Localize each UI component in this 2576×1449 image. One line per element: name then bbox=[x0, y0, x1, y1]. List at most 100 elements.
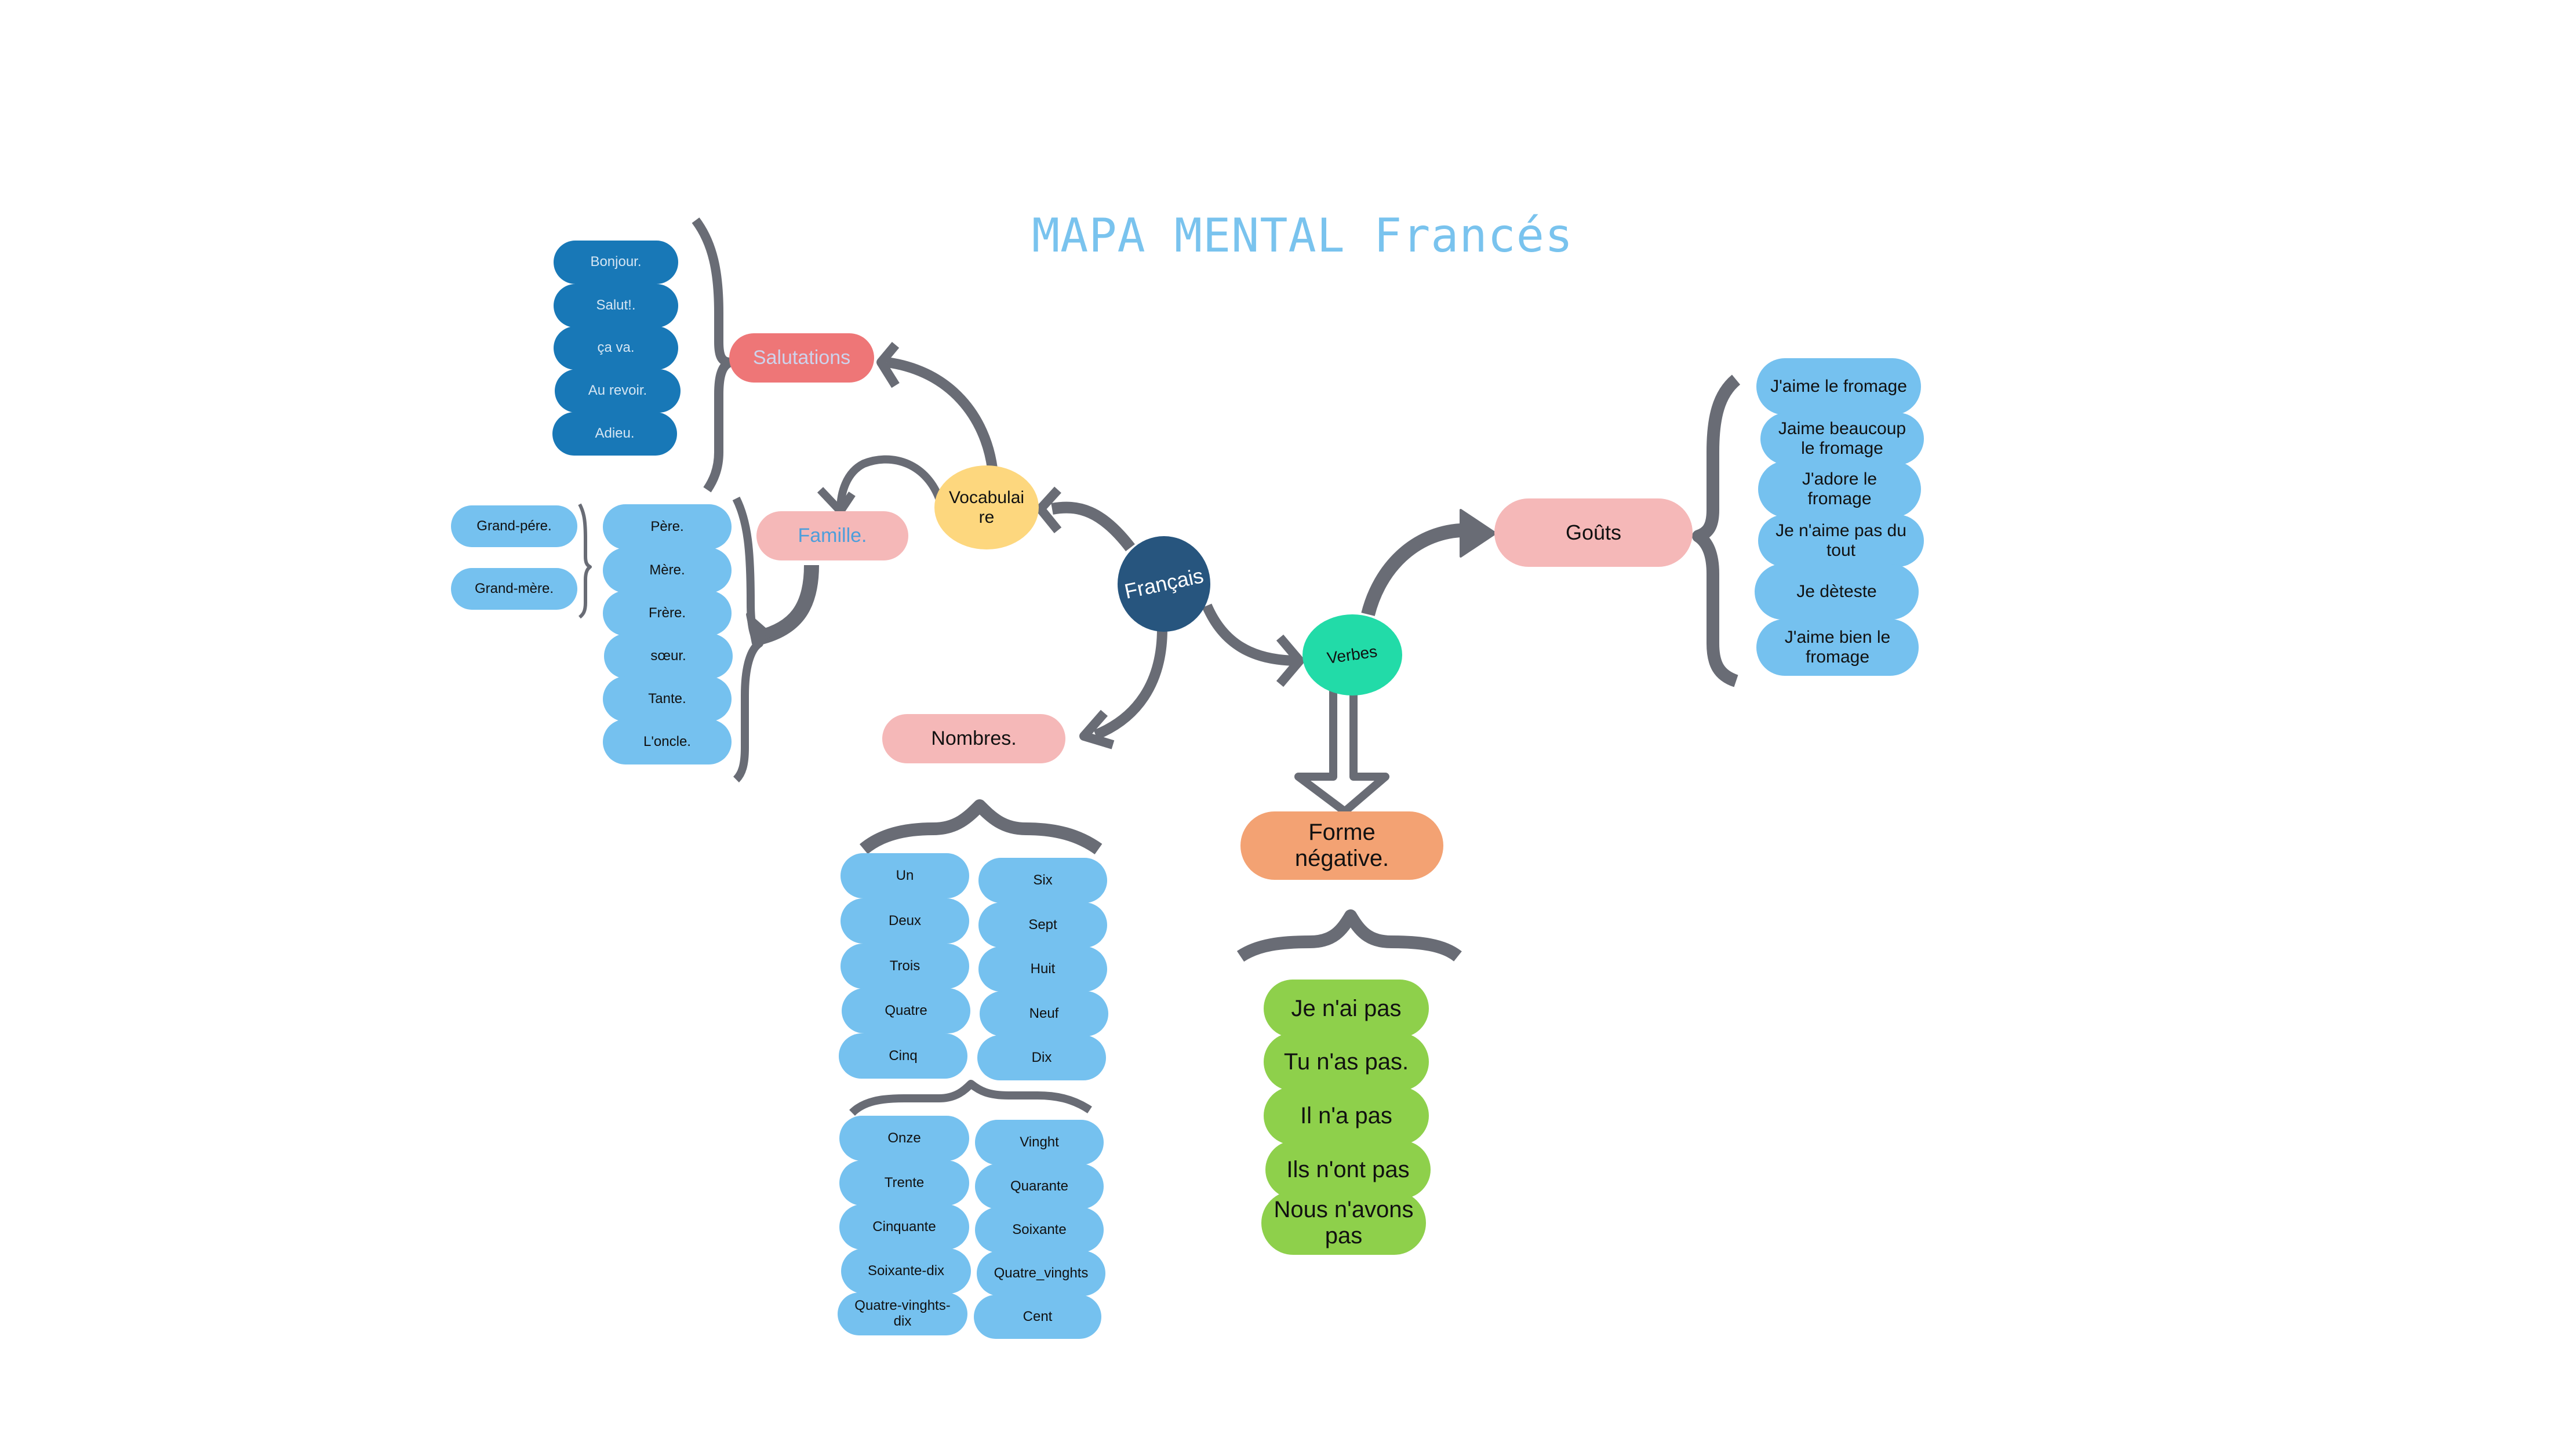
item-label: Six bbox=[1033, 872, 1053, 888]
branch-label-vocabulaire: Vocabulai re bbox=[948, 487, 1025, 527]
item-label: J'aime bien le fromage bbox=[1784, 628, 1891, 667]
gouts-item[interactable]: Je n'aime pas du tout bbox=[1758, 515, 1924, 567]
salutations-item[interactable]: Adieu. bbox=[552, 412, 677, 456]
nombres-item[interactable]: Deux bbox=[841, 898, 969, 944]
salutations-item[interactable]: Salut!. bbox=[554, 284, 678, 327]
nombres-item[interactable]: Quatre-vinghts-dix bbox=[838, 1293, 967, 1335]
grandparent-item[interactable]: Grand-mère. bbox=[451, 568, 577, 610]
famille-item[interactable]: L'oncle. bbox=[603, 719, 732, 764]
item-label: Ils n'ont pas bbox=[1286, 1156, 1410, 1182]
item-label: Neuf bbox=[1029, 1005, 1059, 1021]
branch-label-verbes: Verbes bbox=[1326, 642, 1379, 668]
brace-forme-negative bbox=[1236, 909, 1462, 962]
gouts-item[interactable]: Jaime beaucoup le fromage bbox=[1760, 413, 1924, 465]
salutations-item[interactable]: Au revoir. bbox=[555, 369, 681, 413]
nombres-item[interactable]: Quatre bbox=[842, 988, 970, 1033]
arrowhead-famille bbox=[817, 487, 856, 515]
item-label: Je dèteste bbox=[1796, 582, 1877, 602]
famille-item[interactable]: Frère. bbox=[603, 591, 732, 636]
nombres-item[interactable]: Cent bbox=[974, 1295, 1101, 1339]
item-label: Un bbox=[896, 867, 914, 883]
nombres-item[interactable]: Soixante bbox=[975, 1207, 1104, 1253]
gouts-item[interactable]: J'aime le fromage bbox=[1756, 358, 1921, 415]
item-label: Huit bbox=[1030, 960, 1056, 977]
famille-item[interactable]: sœur. bbox=[604, 634, 733, 679]
topic-node-famille[interactable]: Famille. bbox=[756, 511, 908, 560]
item-label: Frère. bbox=[648, 605, 686, 621]
nombres-item[interactable]: Trois bbox=[841, 944, 969, 989]
nombres-item[interactable]: Soixante-dix bbox=[841, 1248, 971, 1294]
item-label: Tante. bbox=[648, 690, 686, 707]
item-label: Père. bbox=[650, 518, 684, 534]
nombres-item[interactable]: Neuf bbox=[980, 991, 1108, 1036]
item-label: Deux bbox=[888, 912, 922, 929]
center-node-label: Français bbox=[1122, 563, 1206, 604]
forme-negative-item[interactable]: Je n'ai pas bbox=[1264, 980, 1429, 1037]
item-label: Adieu. bbox=[595, 425, 635, 442]
brace-nombres-2 bbox=[849, 1080, 1092, 1116]
item-label: Cent bbox=[1023, 1308, 1053, 1324]
item-label: Cinquante bbox=[872, 1218, 936, 1235]
connector-verbes-gouts bbox=[1361, 523, 1462, 617]
forme-negative-item[interactable]: Nous n'avons pas bbox=[1261, 1191, 1426, 1255]
topic-node-salutations[interactable]: Salutations bbox=[729, 333, 874, 383]
item-label: ça va. bbox=[597, 340, 635, 356]
item-label: Salut!. bbox=[596, 297, 636, 314]
nombres-item[interactable]: Vinght bbox=[975, 1120, 1104, 1165]
famille-item[interactable]: Père. bbox=[603, 504, 732, 549]
salutations-item[interactable]: ça va. bbox=[554, 326, 678, 370]
item-label: Trois bbox=[889, 957, 920, 974]
grandparent-item[interactable]: Grand-pére. bbox=[451, 505, 577, 547]
famille-item[interactable]: Mère. bbox=[603, 548, 732, 593]
connector-vocabulaire-salutations bbox=[886, 357, 998, 469]
item-label: Sept bbox=[1028, 916, 1057, 933]
item-label: J'aime le fromage bbox=[1770, 377, 1907, 396]
item-label: L'oncle. bbox=[643, 733, 691, 749]
item-label: Quarante bbox=[1010, 1178, 1069, 1194]
topic-node-forme-negative[interactable]: Forme négative. bbox=[1240, 811, 1443, 880]
item-label: Trente bbox=[884, 1174, 925, 1190]
branch-node-vocabulaire[interactable]: Vocabulai re bbox=[934, 465, 1039, 549]
topic-node-gouts[interactable]: Goûts bbox=[1494, 498, 1693, 567]
center-node-francais[interactable]: Français bbox=[1118, 536, 1210, 632]
nombres-item[interactable]: Cinquante bbox=[839, 1204, 969, 1250]
arrowhead-salutations bbox=[876, 341, 900, 388]
nombres-item[interactable]: Trente bbox=[839, 1160, 969, 1206]
forme-negative-item[interactable]: Ils n'ont pas bbox=[1265, 1141, 1431, 1199]
connector-verbes-forme-negative bbox=[1294, 674, 1389, 815]
nombres-item[interactable]: Dix bbox=[977, 1035, 1106, 1080]
item-label: Je n'aime pas du tout bbox=[1775, 521, 1906, 560]
nombres-item[interactable]: Cinq bbox=[839, 1033, 967, 1079]
brace-salutations bbox=[692, 217, 735, 493]
nombres-item[interactable]: Sept bbox=[978, 902, 1107, 948]
item-label: Cinq bbox=[889, 1047, 918, 1064]
nombres-item[interactable]: Huit bbox=[978, 946, 1107, 992]
item-label: Soixante-dix bbox=[867, 1262, 945, 1279]
topic-node-nombres[interactable]: Nombres. bbox=[882, 714, 1065, 763]
item-label: Quatre_vinghts bbox=[994, 1265, 1089, 1281]
gouts-item[interactable]: J'adore le fromage bbox=[1758, 461, 1921, 518]
gouts-item[interactable]: J'aime bien le fromage bbox=[1756, 619, 1919, 676]
nombres-item[interactable]: Quarante bbox=[975, 1164, 1104, 1209]
gouts-item[interactable]: Je dèteste bbox=[1755, 564, 1919, 620]
topic-label-salutations: Salutations bbox=[752, 347, 851, 369]
nombres-item[interactable]: Six bbox=[978, 858, 1107, 903]
nombres-item[interactable]: Quatre_vinghts bbox=[977, 1251, 1105, 1296]
brace-famille bbox=[732, 496, 763, 782]
forme-negative-item[interactable]: Il n'a pas bbox=[1264, 1087, 1429, 1145]
topic-label-famille: Famille. bbox=[798, 525, 867, 547]
brace-grandparents bbox=[578, 503, 592, 619]
item-label: Mère. bbox=[649, 562, 685, 578]
item-label: sœur. bbox=[650, 647, 686, 664]
item-label: J'adore le fromage bbox=[1802, 469, 1878, 508]
nombres-item[interactable]: Un bbox=[841, 853, 969, 898]
famille-item[interactable]: Tante. bbox=[603, 676, 732, 722]
item-label: Je n'ai pas bbox=[1291, 995, 1402, 1021]
item-label: Grand-mère. bbox=[474, 580, 554, 596]
branch-node-verbes[interactable]: Verbes bbox=[1302, 614, 1402, 696]
arrowhead-gouts bbox=[1460, 509, 1497, 558]
salutations-item[interactable]: Bonjour. bbox=[554, 241, 678, 284]
forme-negative-item[interactable]: Tu n'as pas. bbox=[1264, 1033, 1429, 1091]
nombres-item[interactable]: Onze bbox=[839, 1116, 969, 1161]
